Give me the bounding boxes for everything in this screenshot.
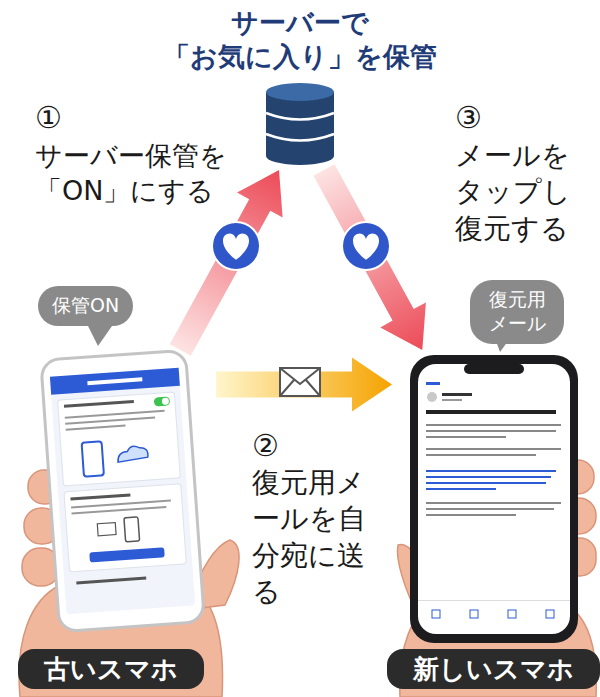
db-bottom <box>266 147 334 165</box>
step-text: メールをタップし復元する <box>455 138 575 247</box>
tool-icon <box>508 610 516 618</box>
node-text: 復元用メール <box>484 288 550 336</box>
database-icon <box>260 82 340 168</box>
step-number: ② <box>252 426 279 465</box>
envelope-body <box>280 368 320 396</box>
tool-icon <box>546 610 554 618</box>
text-line <box>65 417 155 425</box>
text-line <box>442 399 462 401</box>
mini-phone <box>82 441 104 476</box>
header-line <box>87 377 142 385</box>
heart-badge <box>212 222 260 270</box>
db-body <box>266 92 334 156</box>
heart <box>353 234 379 260</box>
mini-button <box>89 547 165 562</box>
envelope <box>280 368 320 396</box>
mini-phone <box>124 517 140 542</box>
link-line <box>426 488 496 490</box>
screen-header <box>50 368 180 395</box>
node-text: 保管ON <box>52 294 119 318</box>
node-text: サーバーで 「お気に入り」を保管 <box>150 2 450 74</box>
text-line <box>64 400 134 408</box>
bubble-tail <box>88 326 112 346</box>
toolbar <box>418 600 570 601</box>
text-line <box>71 506 166 515</box>
text-line <box>442 393 472 396</box>
yellow-arrow <box>216 358 392 412</box>
mini-mail <box>97 523 116 536</box>
node-text: 新しいスマホ <box>387 649 600 690</box>
link-line <box>426 476 551 478</box>
toggle-knob <box>162 398 169 405</box>
text-line <box>426 430 556 432</box>
avatar <box>427 392 437 402</box>
phone-body <box>41 350 205 631</box>
phone-node: 古いスマホ <box>6 350 216 695</box>
text-line <box>426 410 556 414</box>
text-line <box>426 424 561 426</box>
mini-cloud <box>117 445 148 462</box>
text-line <box>426 514 516 516</box>
new-phone <box>410 355 578 643</box>
phone-node: 新しいスマホ <box>392 350 594 695</box>
text-line <box>76 577 146 585</box>
speech-bubble: 保管ON <box>38 286 133 326</box>
badge-circle <box>212 222 260 270</box>
envelope-flap <box>280 368 320 396</box>
node-text: 古いスマホ <box>18 649 204 690</box>
badge-circle <box>342 222 390 270</box>
step-number: ③ <box>455 98 482 137</box>
db-band <box>266 113 334 120</box>
notch <box>464 364 524 374</box>
step-text: 復元用メールを自分宛に送る <box>252 465 372 611</box>
toggle <box>154 396 171 406</box>
link-line <box>426 470 556 472</box>
text-line <box>426 382 440 385</box>
phone-screen <box>418 364 570 634</box>
db-top <box>266 83 334 101</box>
heart-badge <box>342 222 390 270</box>
tool-icon <box>470 610 478 618</box>
red-arrow <box>314 164 426 350</box>
text-line <box>426 502 561 504</box>
text-line <box>426 508 554 510</box>
text-line <box>70 493 130 500</box>
screen-card <box>64 484 186 572</box>
phone-screen <box>50 368 195 614</box>
speech-bubble: 復元用メール <box>470 280 564 344</box>
text-line <box>426 454 536 456</box>
text-line <box>426 436 506 438</box>
phone-body <box>410 355 578 643</box>
link-line <box>426 482 546 484</box>
tool-icon <box>432 610 440 618</box>
step-text: サーバー保管を「ON」にする <box>35 138 240 208</box>
step-number: ① <box>35 98 62 137</box>
text-line <box>66 425 126 431</box>
db-band <box>266 134 334 141</box>
old-phone <box>41 350 205 631</box>
text-line <box>426 448 561 450</box>
screen-card <box>58 392 181 486</box>
heart <box>223 234 249 260</box>
